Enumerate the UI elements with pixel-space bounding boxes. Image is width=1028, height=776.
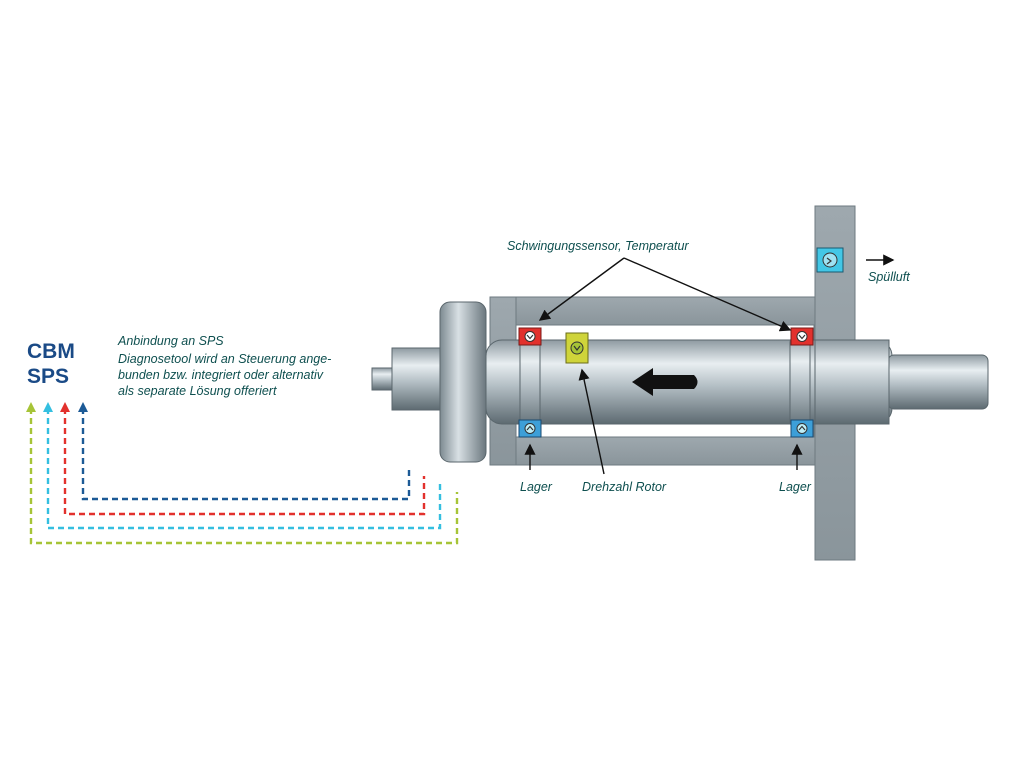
housing-bottom xyxy=(489,436,817,466)
sps-description-line-3: als separate Lösung offeriert xyxy=(118,384,277,398)
shaft-through-plate xyxy=(814,339,890,425)
cable-green xyxy=(29,408,459,545)
arrow-up-blue xyxy=(78,402,88,412)
label-purge-air: Spülluft xyxy=(868,270,910,284)
shaft-nose-tip xyxy=(371,367,395,391)
cable-cyan xyxy=(46,408,442,530)
sps-description-line-2: bunden bzw. integriert oder alternativ xyxy=(118,368,324,382)
cable-red xyxy=(63,408,426,516)
label-rotor-speed: Drehzahl Rotor xyxy=(582,480,667,494)
arrow-up-cyan xyxy=(43,402,53,412)
rotation-arrow xyxy=(632,368,698,396)
callout-lines xyxy=(524,254,895,475)
sensor-red-right xyxy=(790,327,814,346)
rotor-collar-right xyxy=(789,334,811,430)
sps-connection-heading: Anbindung an SPS xyxy=(117,334,224,348)
label-vibration-sensor: Schwingungssensor, Temperatur xyxy=(507,239,689,253)
sps-title: SPS xyxy=(27,365,69,388)
cbm-title: CBM xyxy=(27,340,75,363)
label-bearing-right: Lager xyxy=(779,480,812,494)
cable-arrowheads xyxy=(26,402,88,412)
shaft-nose xyxy=(391,347,441,411)
front-disc xyxy=(439,301,487,463)
sensor-blue-left xyxy=(518,419,542,438)
cable-blue xyxy=(81,408,411,501)
callout-vibration-left xyxy=(538,257,625,321)
arrow-up-red xyxy=(60,402,70,412)
sensor-blue-right xyxy=(790,419,814,438)
rotor-collar-left xyxy=(519,334,541,430)
label-bearing-left: Lager xyxy=(520,480,553,494)
callout-rotor-speed xyxy=(578,368,605,475)
signal-cables xyxy=(29,408,459,545)
shaft-rear xyxy=(887,354,989,410)
sps-description-line-1: Diagnosetool wird an Steuerung ange- xyxy=(118,352,331,366)
arrow-up-green xyxy=(26,402,36,412)
sensor-red-left xyxy=(518,327,542,346)
callout-vibration-right xyxy=(623,257,792,332)
sensor-yellow-rotor xyxy=(565,332,589,364)
sensor-cyan-purge xyxy=(816,247,844,273)
